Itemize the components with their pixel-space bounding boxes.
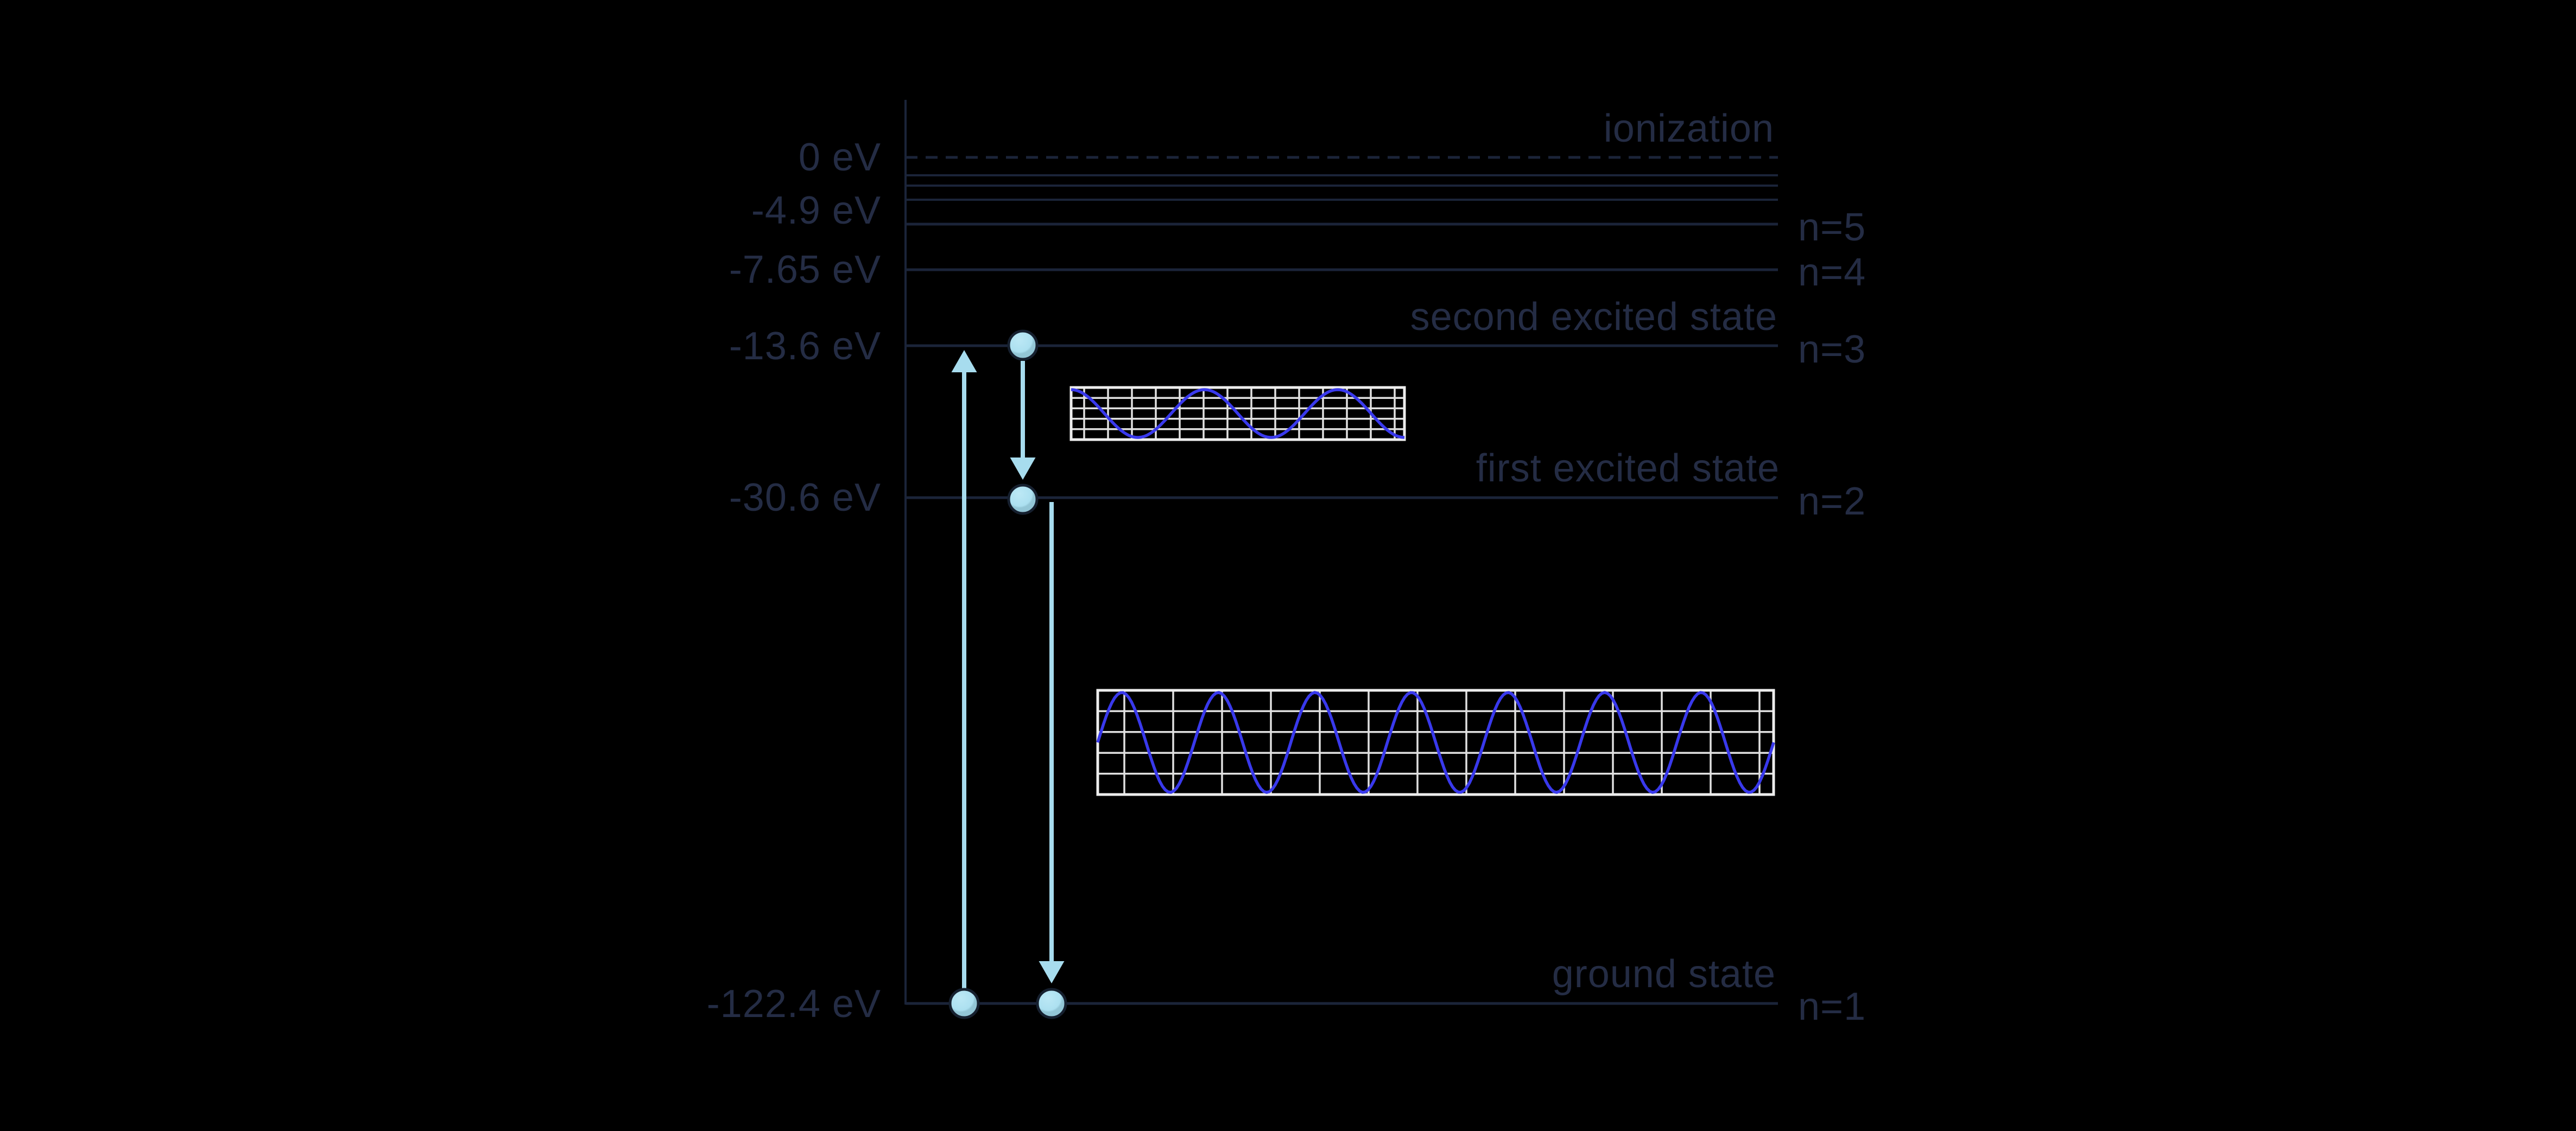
emission-arrow-2-to-1 [1039,502,1065,983]
absorption-arrow-up [951,350,977,1003]
emission-arrow-3-to-2 [1010,361,1036,480]
n-label-5: n=5 [1798,206,1866,249]
electron-n1-left [948,988,980,1019]
n-label-1: n=1 [1798,985,1866,1028]
state-label-ground: ground state [1552,952,1776,996]
photon-wave-small-sine [1071,388,1405,439]
photon-wave-large [1096,689,1775,796]
energy-label-n1: -122.4 eV [706,982,881,1026]
energy-label-n4: -7.65 eV [729,248,881,291]
n-label-4: n=4 [1798,251,1866,294]
state-label-second-excited: second excited state [1410,295,1777,339]
n-label-3: n=3 [1798,328,1866,371]
electron-n3 [1007,329,1039,361]
photon-wave-small [1069,386,1406,441]
photon-wave-large-sine [1096,691,1775,794]
n-label-2: n=2 [1798,480,1866,523]
energy-label-n5: -4.9 eV [751,189,881,232]
state-label-first-excited: first excited state [1476,447,1780,490]
energy-label-n3: -13.6 eV [729,325,881,368]
state-label-ionization: ionization [1603,107,1774,150]
energy-label-0ev: 0 eV [798,136,881,179]
electron-n1-right [1036,988,1067,1019]
energy-label-n2: -30.6 eV [729,476,881,519]
electron-n2 [1007,484,1039,515]
